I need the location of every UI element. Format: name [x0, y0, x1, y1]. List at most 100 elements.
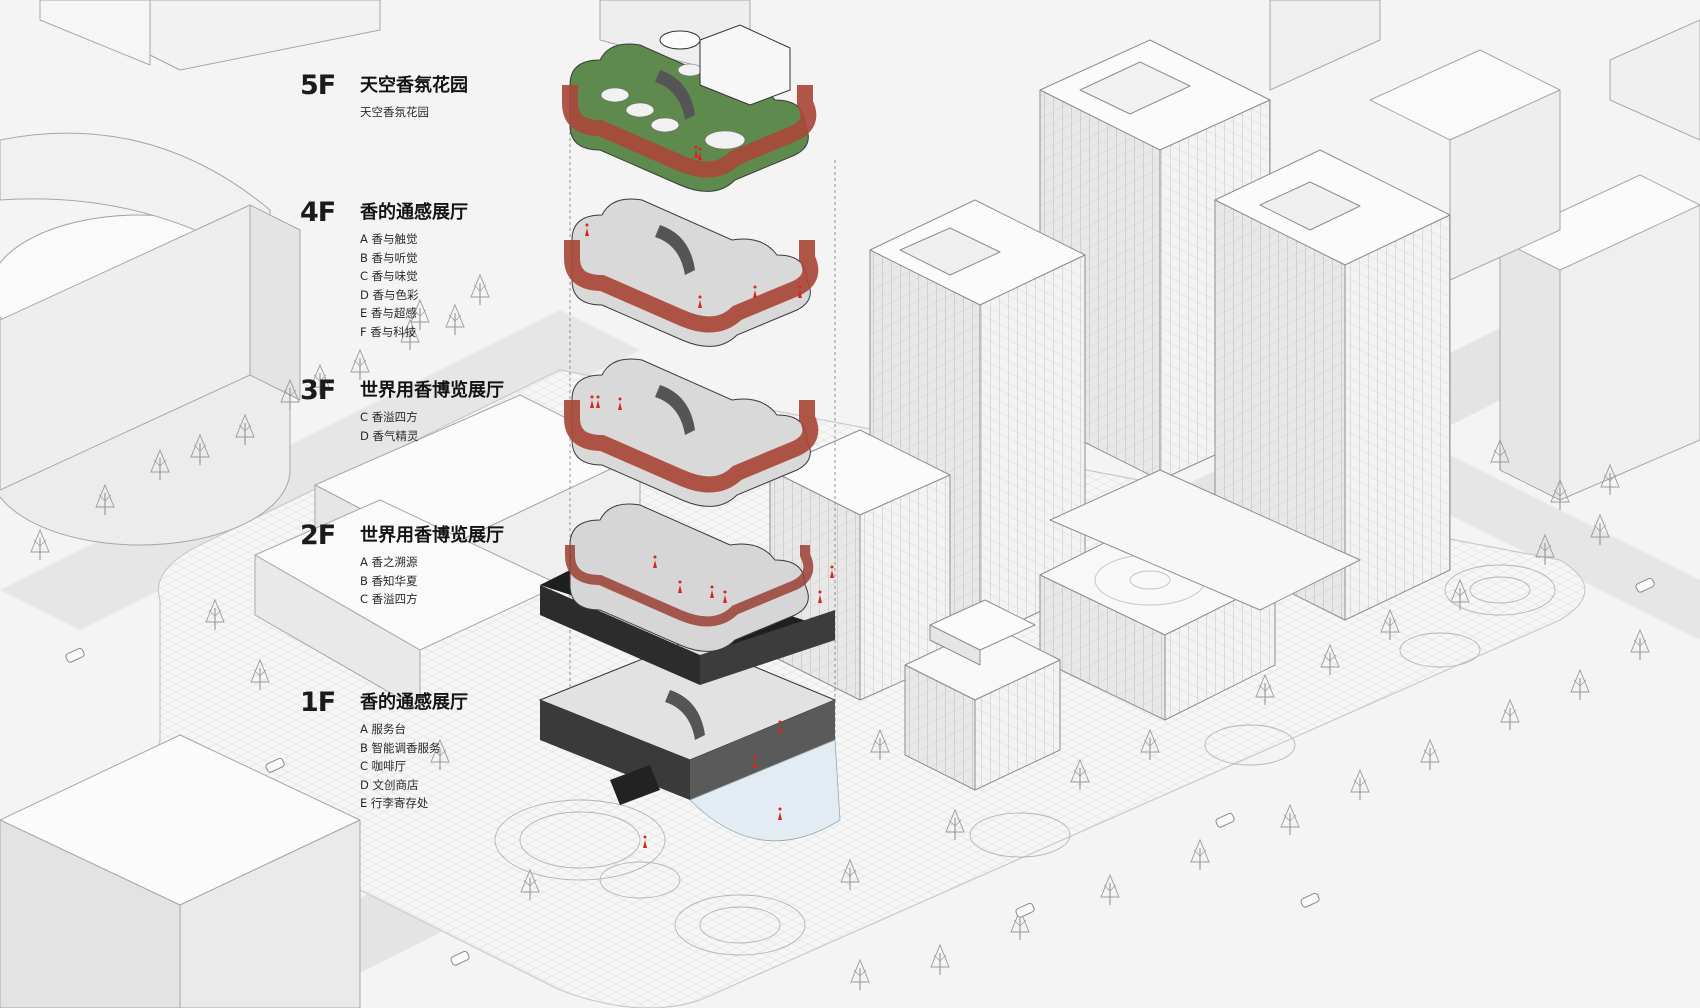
floor-5F-model: [562, 24, 817, 192]
floor-item: E 行李寄存处: [360, 796, 429, 810]
car-icon: [450, 950, 470, 966]
tree-icon: [30, 273, 1650, 990]
tree-icon: [1600, 463, 1620, 495]
tree-icon: [1280, 803, 1300, 835]
tree-icon: [1490, 438, 1510, 470]
floor-item-list: A 香与触觉 B 香与听觉 C 香与味觉 D 香与色彩 E 香与超感 F 香与科…: [360, 230, 419, 341]
tree-icon: [870, 728, 890, 760]
tree-icon: [1190, 838, 1210, 870]
person-icon: [830, 565, 834, 578]
tree-icon: [470, 273, 490, 305]
floor-item: B 香与听觉: [360, 250, 418, 265]
floor-title: 世界用香博览展厅: [360, 380, 504, 401]
tree-icon: [30, 528, 50, 560]
car-icon: [65, 577, 1655, 966]
tree-icon: [205, 598, 225, 630]
car-icon: [1215, 812, 1235, 828]
car-icon: [65, 647, 85, 663]
floor-item-list: A 香之溯源 B 香知华夏 C 香溢四方: [360, 553, 418, 609]
exploded-floor-stack: [538, 24, 841, 848]
car-icon: [1635, 577, 1655, 593]
tree-icon: [1500, 698, 1520, 730]
floor-item: F 香与科技: [360, 324, 417, 339]
floor-item: A 香之溯源: [360, 555, 418, 569]
floor-title: 世界用香博览展厅: [360, 525, 504, 546]
tree-icon: [1550, 478, 1570, 510]
floor-item: D 文创商店: [360, 777, 419, 792]
tree-icon: [1590, 513, 1610, 545]
tree-icon: [1450, 578, 1470, 610]
person-icon: [723, 590, 727, 603]
floor-2F-model: [540, 503, 835, 685]
tree-icon: [410, 298, 430, 330]
tree-icon: [1350, 768, 1370, 800]
tree-icon: [235, 413, 255, 445]
tree-icon: [445, 303, 465, 335]
floor-item: C 香溢四方: [360, 592, 418, 606]
floor-code: 2F: [300, 520, 336, 551]
tree-icon: [1320, 643, 1340, 675]
floor-title: 香的通感展厅: [360, 202, 468, 223]
tree-icon: [945, 808, 965, 840]
floor-3F-model: [564, 358, 819, 507]
floor-item: C 香与味觉: [360, 269, 418, 283]
floor-4F-model: [564, 198, 819, 347]
tree-icon: [280, 378, 300, 410]
tree-icon: [1570, 668, 1590, 700]
person-icon: [753, 755, 757, 768]
tree-icon: [1100, 873, 1120, 905]
floor-item-list: 天空香氛花园: [360, 103, 429, 122]
floor-title: 香的通感展厅: [360, 692, 468, 713]
tree-icon: [400, 318, 420, 350]
person-icon: [653, 555, 657, 568]
person-icon: [596, 395, 600, 408]
floor-title: 天空香氛花园: [360, 75, 468, 96]
floor-item: D 香气精灵: [360, 428, 419, 443]
car-icon: [265, 757, 285, 773]
person-icon: [590, 395, 594, 408]
floor-item: B 智能调香服务: [360, 740, 441, 755]
person-icon: [618, 397, 622, 410]
floor-1F-model: [538, 639, 841, 842]
floor-item-list: A 服务台 B 智能调香服务 C 咖啡厅 D 文创商店 E 行李寄存处: [360, 720, 441, 813]
landscape-circles: [494, 564, 1556, 956]
tree-icon: [350, 348, 370, 380]
person-icon: [585, 145, 834, 848]
person-icon: [698, 147, 702, 160]
floor-item: A 服务台: [360, 722, 407, 736]
person-icon: [678, 580, 682, 593]
tree-icon: [1630, 628, 1650, 660]
tree-icon: [1010, 908, 1030, 940]
person-icon: [778, 807, 782, 820]
person-icon: [818, 590, 822, 603]
floor-item: 天空香氛花园: [360, 105, 429, 119]
car-icon: [1300, 892, 1320, 908]
person-icon: [698, 295, 702, 308]
floor-item: C 香溢四方: [360, 410, 418, 424]
context-buildings-right: [1269, 0, 1700, 501]
tree-icon: [1140, 728, 1160, 760]
floor-code: 3F: [300, 375, 336, 406]
floor-code: 4F: [300, 197, 336, 228]
office-towers: [769, 39, 1451, 791]
person-icon: [585, 223, 589, 236]
tree-icon: [850, 958, 870, 990]
tree-icon: [1255, 673, 1275, 705]
tree-icon: [150, 448, 170, 480]
tree-icon: [520, 868, 540, 900]
person-icon: [798, 285, 802, 298]
person-icon: [694, 145, 698, 158]
tree-icon: [95, 483, 115, 515]
person-icon: [753, 285, 757, 298]
tree-icon: [930, 943, 950, 975]
tree-icon: [1070, 758, 1090, 790]
tree-icon: [250, 658, 270, 690]
floor-item: D 香与色彩: [360, 287, 419, 302]
tree-icon: [1380, 608, 1400, 640]
car-icon: [1015, 902, 1035, 918]
floor-code: 1F: [300, 687, 336, 718]
tree-icon: [1535, 533, 1555, 565]
floor-item: A 香与触觉: [360, 232, 418, 246]
floor-item: B 香知华夏: [360, 573, 418, 588]
